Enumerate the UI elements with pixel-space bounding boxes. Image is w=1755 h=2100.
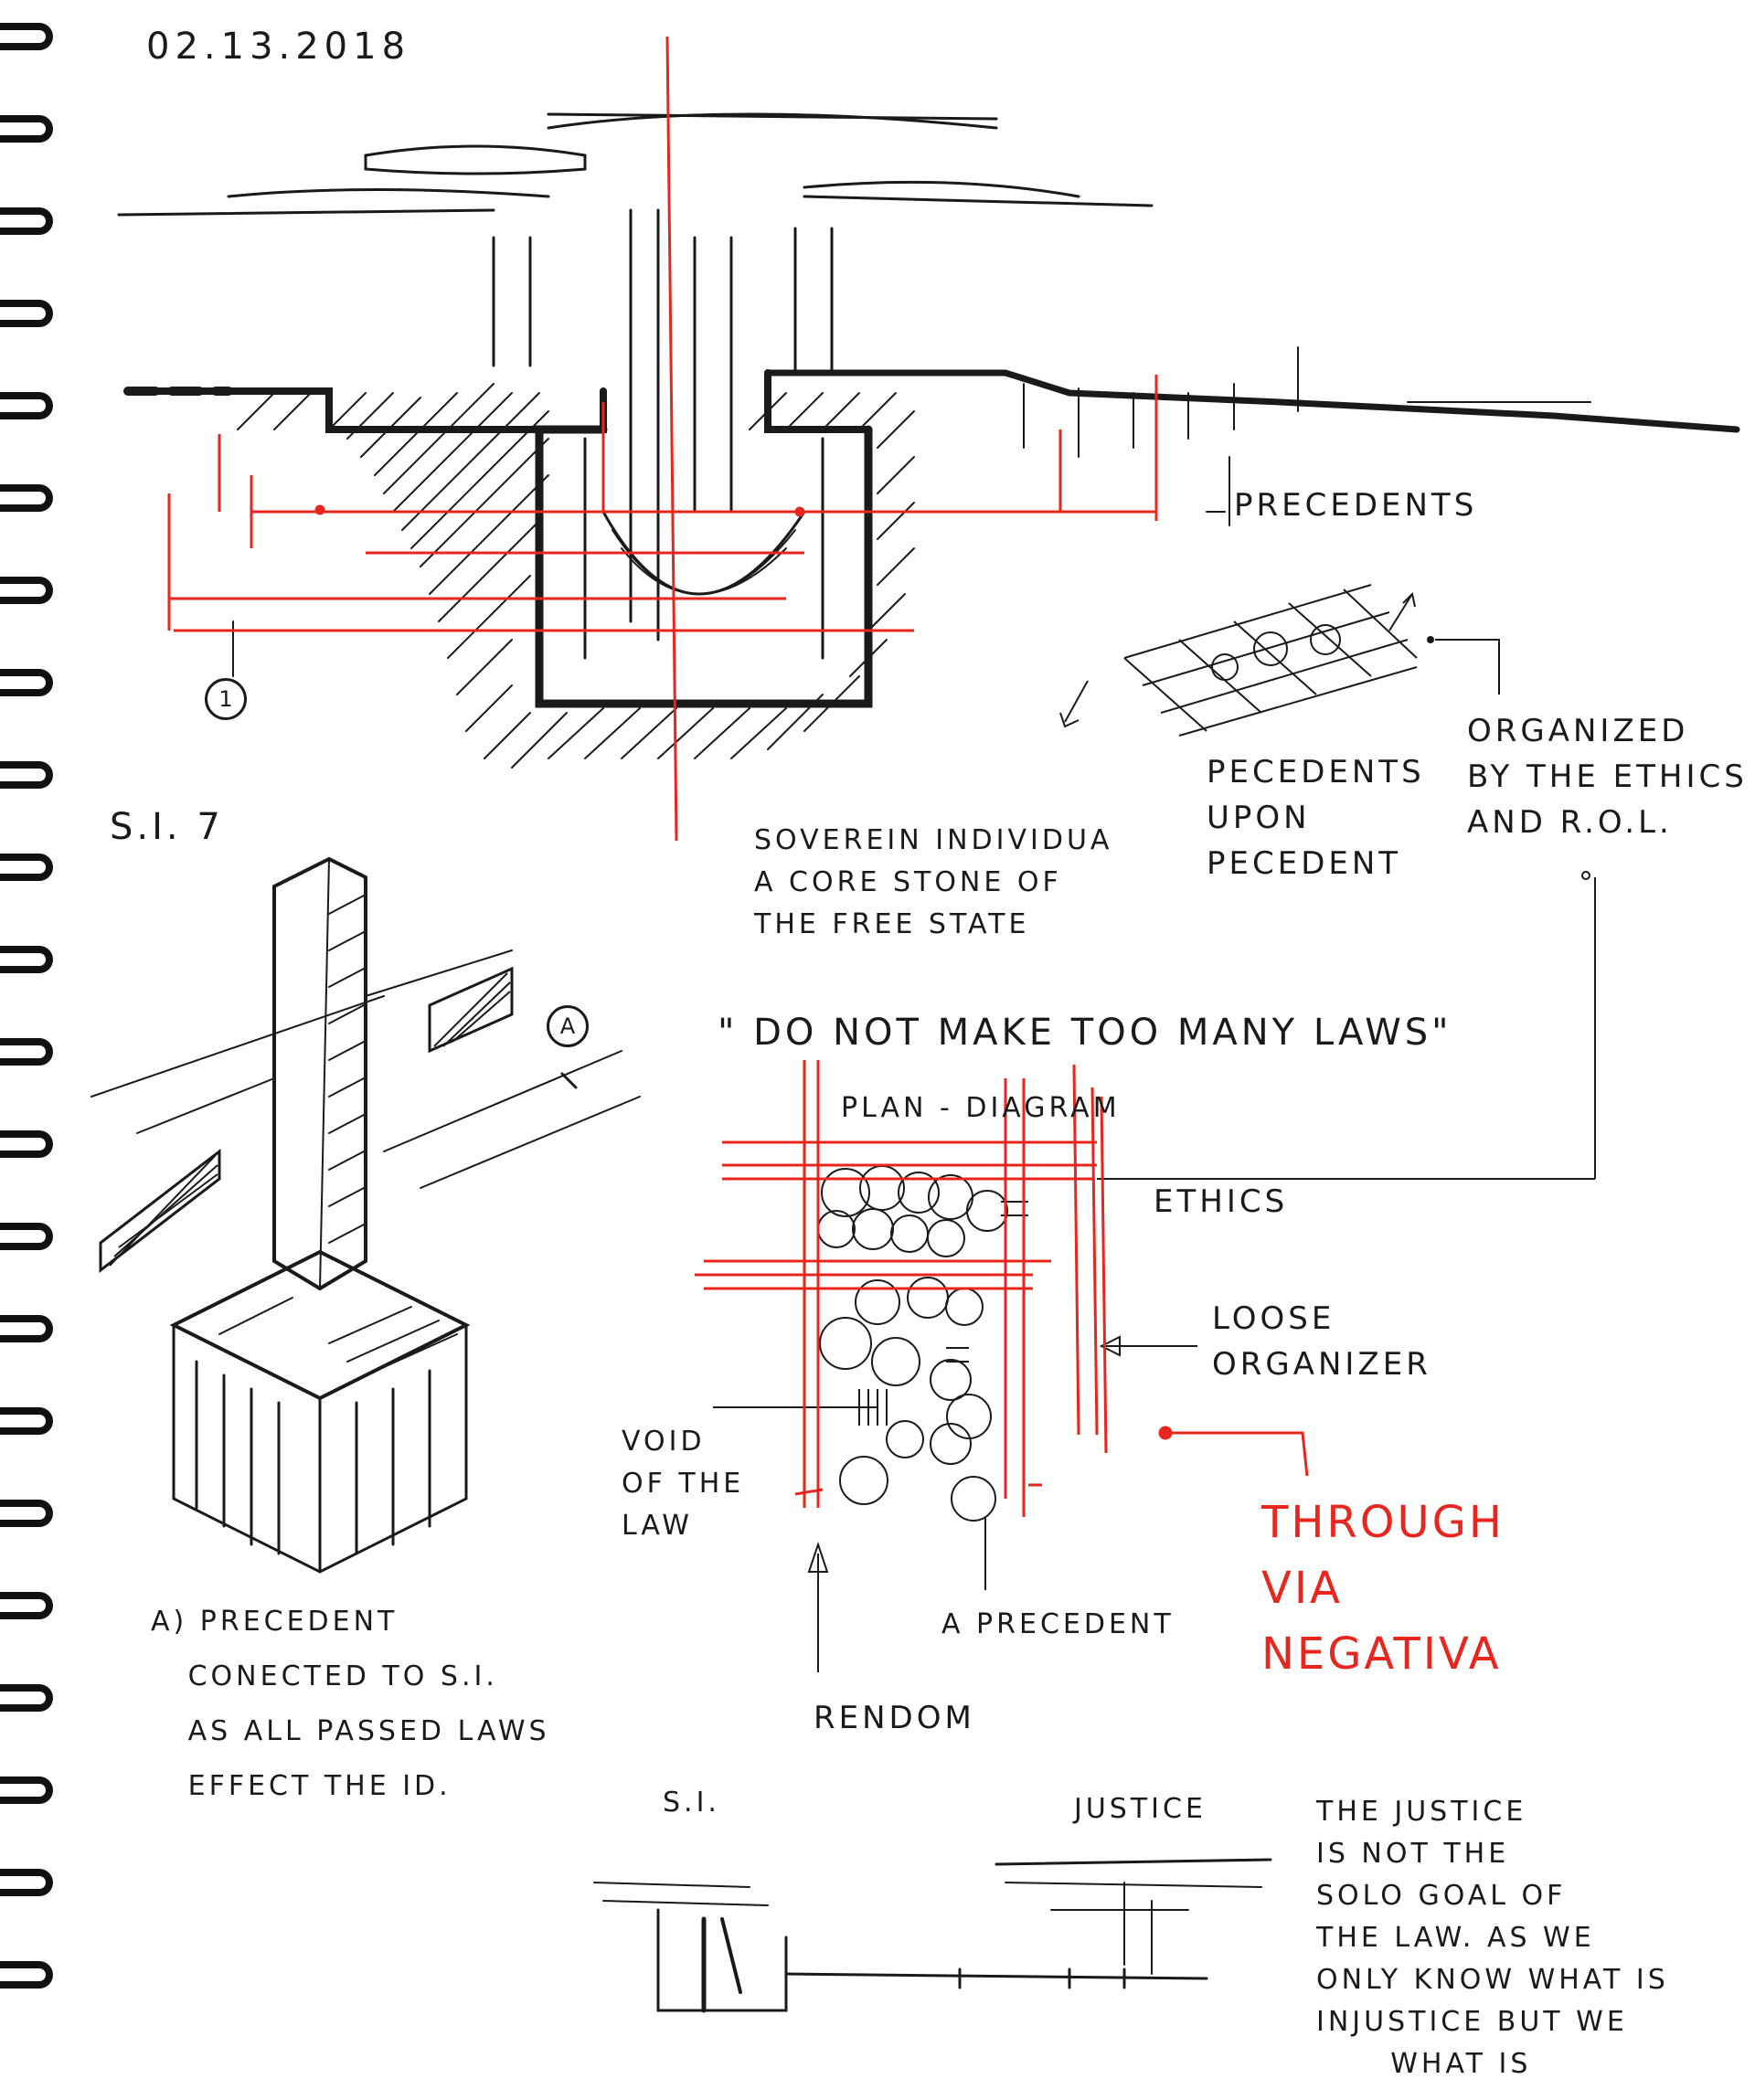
binding-ring	[0, 1315, 53, 1342]
binding-ring	[0, 1961, 53, 1989]
ground-hatch	[237, 383, 915, 769]
marker-a: A	[547, 1005, 589, 1047]
pit-outline	[535, 425, 873, 708]
binding-ring	[0, 115, 53, 143]
binding-ring	[0, 1869, 53, 1896]
bottom-si-label: S.I.	[663, 1787, 720, 1819]
justice-label: JUSTICE	[1074, 1793, 1207, 1825]
ground-line-right	[764, 369, 1740, 433]
binding-ring	[0, 1777, 53, 1804]
via-negativa-label: THROUGH VIA NEGATIVA	[1261, 1497, 1505, 1680]
precedent-caption: A) PRECEDENT CONECTED TO S.I. AS ALL PAS…	[151, 1606, 550, 1802]
plan-diagram-red	[695, 1060, 1309, 1517]
ground-step-right	[764, 369, 872, 433]
binding-ring	[0, 1407, 53, 1435]
binding-ring	[0, 484, 53, 512]
binding-ring	[0, 392, 53, 419]
precedents-grid-sketch	[1059, 584, 1500, 737]
spiral-binding	[0, 0, 64, 2100]
binding-ring	[0, 23, 53, 50]
binding-ring	[0, 577, 53, 604]
binding-ring	[0, 854, 53, 881]
binding-ring	[0, 207, 53, 235]
bottom-section-sketch	[593, 1858, 1272, 2013]
binding-ring	[0, 300, 53, 327]
ground-line-left	[124, 387, 607, 433]
random-label: RENDOM	[814, 1700, 975, 1736]
top-section-sketch	[117, 112, 1740, 769]
ethics-label: ETHICS	[1154, 1183, 1289, 1220]
isometric-column-sketch	[90, 856, 641, 1574]
a-precedent-label: A PRECEDENT	[941, 1608, 1175, 1640]
marker-1: 1	[205, 678, 247, 720]
justice-note: THE JUSTICE IS NOT THE SOLO GOAL OF THE …	[1316, 1796, 1669, 2080]
binding-ring	[0, 1684, 53, 1712]
red-construction-lines-top	[167, 36, 1158, 842]
organized-by-label: ORGANIZED BY THE ETHICS AND R.O.L.	[1467, 713, 1748, 841]
loose-organizer-label: LOOSE ORGANIZER	[1212, 1300, 1431, 1383]
precedents-upon-label: PECEDENTS UPON PECEDENT	[1207, 754, 1425, 882]
binding-ring	[0, 1592, 53, 1619]
binding-ring	[0, 946, 53, 973]
plan-diagram-title: PLAN - DIAGRAM	[841, 1092, 1121, 1124]
floating-canopies	[117, 112, 1154, 217]
void-of-law-label: VOID OF THE LAW	[622, 1426, 745, 1542]
column-hatch	[109, 972, 511, 1267]
binding-ring	[0, 1500, 53, 1527]
binding-ring	[0, 761, 53, 789]
si-7-title: S.I. 7	[110, 806, 224, 848]
quote-label: " DO NOT MAKE TOO MANY LAWS"	[718, 1012, 1452, 1054]
binding-ring	[0, 1130, 53, 1158]
date-label: 02.13.2018	[146, 26, 411, 68]
binding-ring	[0, 1038, 53, 1066]
precedents-label: PRECEDENTS	[1234, 487, 1478, 524]
sovereign-individual-label: SOVEREIN INDIVIDUA A CORE STONE OF THE F…	[754, 824, 1113, 940]
structure-columns	[492, 208, 834, 660]
binding-ring	[0, 669, 53, 696]
binding-ring	[0, 1223, 53, 1250]
